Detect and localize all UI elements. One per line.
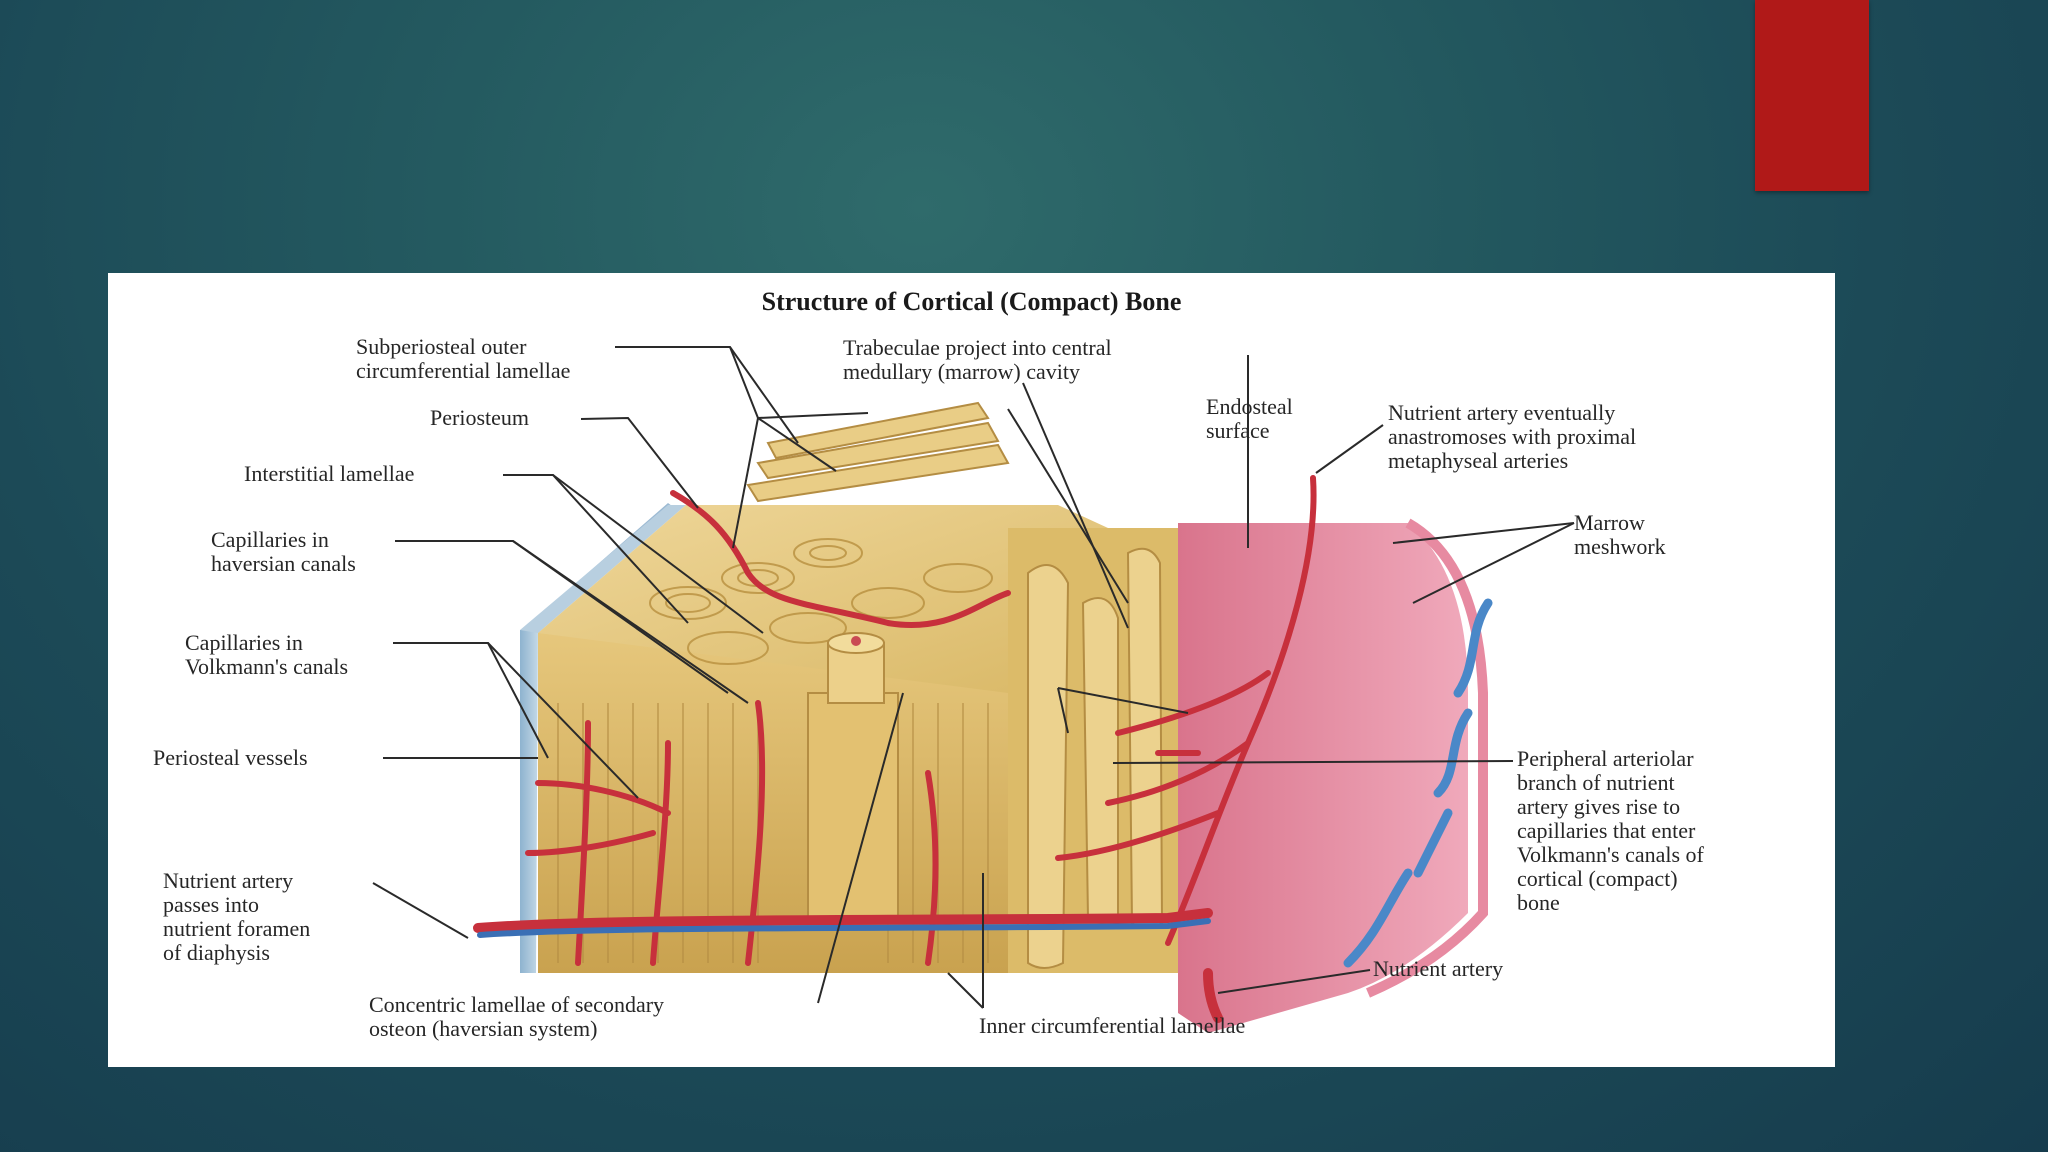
- label-marrow-meshwork: Marrow meshwork: [1574, 510, 1666, 559]
- label-endosteal-surface: Endosteal surface: [1206, 394, 1293, 443]
- arteries: [525, 475, 1317, 966]
- label-subperiosteal-lamellae: Subperiosteal outer circumferential lame…: [356, 334, 571, 383]
- osteon-cylinder: [807, 632, 899, 924]
- leader-lines: [372, 346, 1575, 1009]
- label-nutrient-artery-anastomoses: Nutrient artery eventually anastromoses …: [1388, 400, 1637, 473]
- label-trabeculae: Trabeculae project into central medullar…: [843, 335, 1112, 384]
- figure-title: Structure of Cortical (Compact) Bone: [761, 287, 1182, 316]
- label-periosteal-vessels: Periosteal vessels: [153, 745, 308, 770]
- veins: [1343, 598, 1493, 968]
- label-periosteum: Periosteum: [430, 405, 529, 430]
- slide-accent-bar: [1755, 0, 1869, 191]
- bone-illustration: [372, 346, 1575, 1033]
- label-nutrient-foramen: Nutrient artery passes into nutrient for…: [163, 868, 311, 965]
- label-capillaries-volkmann: Capillaries in Volkmann's canals: [185, 630, 349, 679]
- periosteum-layer: [520, 503, 686, 973]
- label-inner-circumferential-lamellae: Inner circumferential lamellae: [979, 1013, 1246, 1038]
- label-peripheral-arteriolar-branch: Peripheral arteriolar branch of nutrient…: [1517, 746, 1704, 915]
- bone-diagram-figure: Structure of Cortical (Compact) Bone Sub…: [108, 273, 1835, 1067]
- compact-bone-block: [538, 401, 1108, 973]
- label-concentric-lamellae: Concentric lamellae of secondary osteon …: [369, 992, 665, 1041]
- label-nutrient-artery: Nutrient artery: [1373, 956, 1504, 981]
- nutrient-artery-vessel: [473, 908, 1223, 1023]
- label-capillaries-haversian: Capillaries in haversian canals: [211, 527, 356, 576]
- marrow-meshwork: [1178, 518, 1488, 1033]
- label-interstitial-lamellae: Interstitial lamellae: [244, 461, 415, 486]
